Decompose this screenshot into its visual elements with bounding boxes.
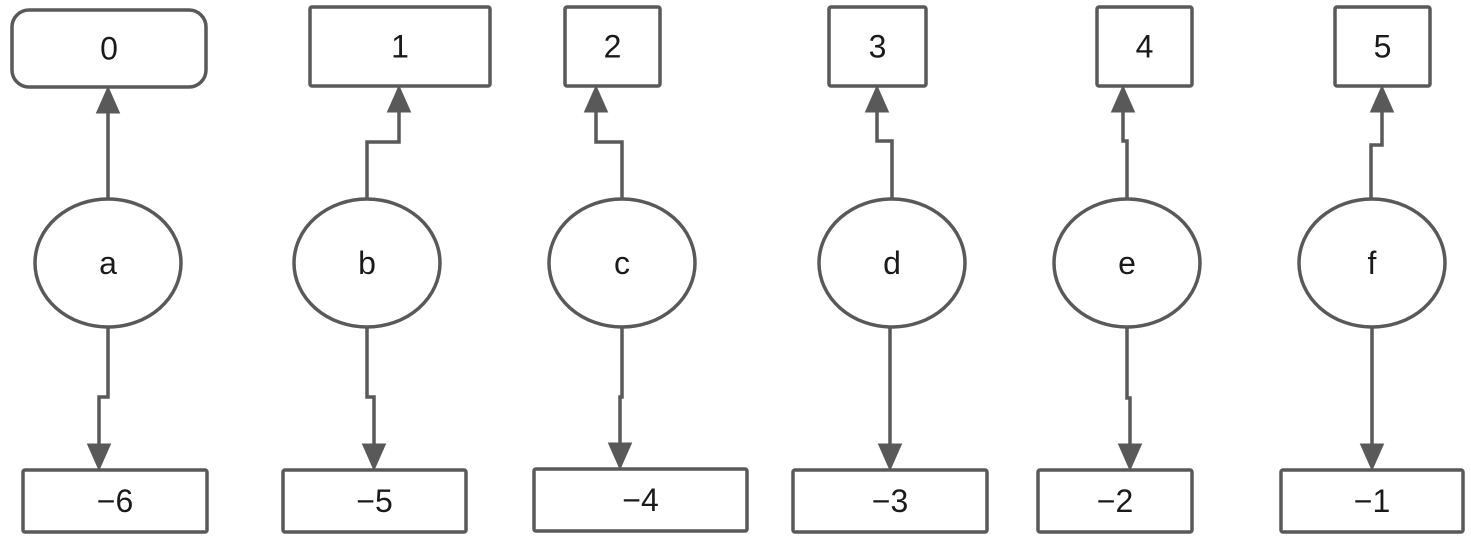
rect-shape	[827, 5, 928, 88]
edge-line	[1121, 110, 1129, 199]
node-box-neg2[interactable]: −2	[1036, 468, 1194, 534]
edge-a-to-neg6[interactable]	[86, 327, 112, 472]
node-box-neg4[interactable]: −4	[532, 467, 749, 533]
ellipse-shape	[817, 197, 967, 329]
node-label: 1	[391, 29, 409, 65]
edge-f-to-neg1[interactable]	[1359, 327, 1385, 472]
edge-line	[875, 110, 894, 199]
arrowhead-up-icon	[583, 84, 609, 113]
rect-shape	[1036, 468, 1194, 534]
ellipse-shape	[292, 197, 442, 329]
edge-c-to-neg4[interactable]	[607, 327, 633, 471]
edge-line	[1369, 110, 1384, 199]
node-label: 0	[100, 31, 118, 67]
node-box-neg3[interactable]: −3	[791, 468, 989, 534]
node-label: −3	[872, 483, 908, 519]
node-label: 5	[1374, 29, 1392, 65]
rect-shape	[1333, 5, 1432, 88]
edge-e-to-neg2[interactable]	[1117, 327, 1143, 472]
rect-shape	[791, 468, 989, 534]
edge-d-to-neg3[interactable]	[877, 327, 903, 472]
node-box-neg1[interactable]: −1	[1279, 468, 1465, 534]
rect-shape	[563, 5, 662, 88]
edge-line	[618, 327, 624, 445]
edge-c-to-2[interactable]	[583, 84, 624, 199]
node-label: −1	[1354, 483, 1390, 519]
node-label: e	[1118, 245, 1136, 281]
node-label: 3	[869, 29, 887, 65]
node-box-3[interactable]: 3	[827, 5, 928, 88]
arrowhead-down-icon	[1359, 443, 1385, 472]
node-box-4[interactable]: 4	[1095, 5, 1194, 88]
arrowhead-down-icon	[607, 442, 633, 471]
edge-line	[97, 327, 110, 446]
arrowhead-up-icon	[95, 85, 121, 114]
node-label: b	[358, 245, 376, 281]
node-label: −6	[97, 483, 133, 519]
edge-line	[365, 110, 401, 199]
node-box-neg5[interactable]: −5	[281, 468, 468, 534]
node-label: c	[614, 245, 630, 281]
ellipse-shape	[547, 197, 697, 329]
rect-shape	[1095, 5, 1194, 88]
rect-shape	[532, 467, 749, 533]
node-label: d	[883, 245, 901, 281]
rect-shape	[308, 5, 492, 88]
ellipse-shape	[33, 197, 183, 329]
node-circle-c[interactable]: c	[547, 197, 697, 329]
edge-b-to-neg5[interactable]	[361, 327, 387, 472]
arrowhead-down-icon	[86, 443, 112, 472]
node-label: 2	[604, 29, 622, 65]
node-label: −4	[622, 482, 658, 518]
arrowhead-down-icon	[877, 443, 903, 472]
edge-line	[365, 327, 376, 446]
edge-f-to-5[interactable]	[1369, 84, 1395, 199]
edge-b-to-1[interactable]	[365, 84, 412, 199]
node-box-neg6[interactable]: −6	[21, 468, 209, 534]
node-label: f	[1368, 245, 1377, 281]
ellipse-shape	[1297, 197, 1447, 329]
edge-d-to-3[interactable]	[864, 84, 894, 199]
node-box-1[interactable]: 1	[308, 5, 492, 88]
node-circle-e[interactable]: e	[1052, 197, 1202, 329]
node-label: 4	[1136, 29, 1154, 65]
node-box-5[interactable]: 5	[1333, 5, 1432, 88]
node-box-2[interactable]: 2	[563, 5, 662, 88]
node-circle-f[interactable]: f	[1297, 197, 1447, 329]
ellipse-shape	[1052, 197, 1202, 329]
rounded-rect-shape	[10, 8, 208, 89]
arrowhead-up-icon	[1110, 84, 1136, 113]
node-circle-d[interactable]: d	[817, 197, 967, 329]
node-circle-b[interactable]: b	[292, 197, 442, 329]
node-label: −2	[1097, 483, 1133, 519]
edge-e-to-4[interactable]	[1110, 84, 1136, 199]
node-label: −5	[356, 483, 392, 519]
rect-shape	[281, 468, 468, 534]
arrowhead-down-icon	[361, 443, 387, 472]
edge-line	[1125, 327, 1132, 446]
rect-shape	[1279, 468, 1465, 534]
node-circle-a[interactable]: a	[33, 197, 183, 329]
arrowhead-up-icon	[386, 84, 412, 113]
arrowhead-down-icon	[1117, 443, 1143, 472]
node-box-0[interactable]: 0	[10, 8, 208, 89]
node-label: a	[99, 245, 117, 281]
rect-shape	[21, 468, 209, 534]
edge-a-to-0[interactable]	[95, 85, 121, 199]
edge-line	[594, 110, 624, 199]
arrowhead-up-icon	[864, 84, 890, 113]
arrowhead-up-icon	[1369, 84, 1395, 113]
